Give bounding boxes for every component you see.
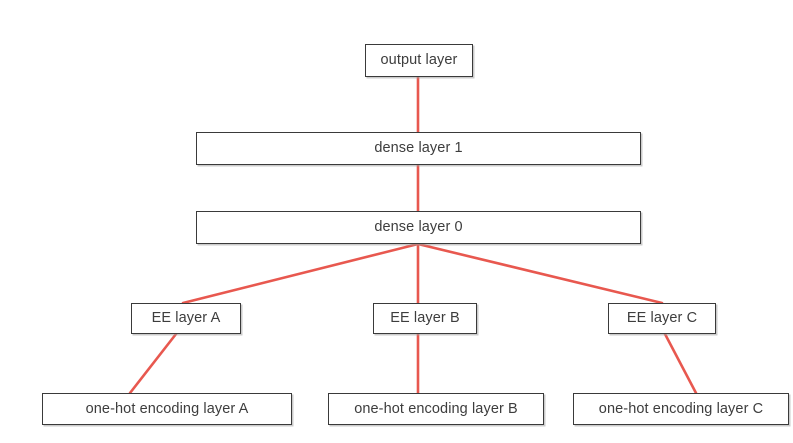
- node-dense-layer-0-label: dense layer 0: [374, 219, 463, 236]
- node-dense-layer-0[interactable]: dense layer 0: [196, 211, 641, 244]
- node-ee-layer-c-label: EE layer C: [626, 310, 698, 327]
- node-onehot-encoding-layer-c[interactable]: one-hot encoding layer C: [573, 393, 789, 425]
- edge-onehota-to-eea: [128, 332, 178, 395]
- node-ee-layer-c[interactable]: EE layer C: [608, 303, 716, 334]
- node-ee-layer-a[interactable]: EE layer A: [131, 303, 241, 334]
- node-onehot-encoding-layer-a-label: one-hot encoding layer A: [85, 400, 249, 417]
- node-onehot-encoding-layer-b-label: one-hot encoding layer B: [354, 400, 518, 417]
- edge-eec-to-dense0: [416, 242, 664, 305]
- node-ee-layer-b[interactable]: EE layer B: [373, 303, 477, 334]
- node-onehot-encoding-layer-a[interactable]: one-hot encoding layer A: [42, 393, 292, 425]
- node-ee-layer-a-label: EE layer A: [151, 310, 221, 327]
- edge-onehotc-to-eec: [663, 332, 698, 395]
- node-output-layer[interactable]: output layer: [365, 44, 473, 77]
- node-dense-layer-1-label: dense layer 1: [374, 140, 463, 157]
- node-onehot-encoding-layer-b[interactable]: one-hot encoding layer B: [328, 393, 544, 425]
- node-ee-layer-b-label: EE layer B: [390, 310, 460, 327]
- node-onehot-encoding-layer-c-label: one-hot encoding layer C: [598, 400, 764, 417]
- node-dense-layer-1[interactable]: dense layer 1: [196, 132, 641, 165]
- node-output-layer-label: output layer: [380, 52, 458, 69]
- edge-eea-to-dense0: [181, 242, 420, 305]
